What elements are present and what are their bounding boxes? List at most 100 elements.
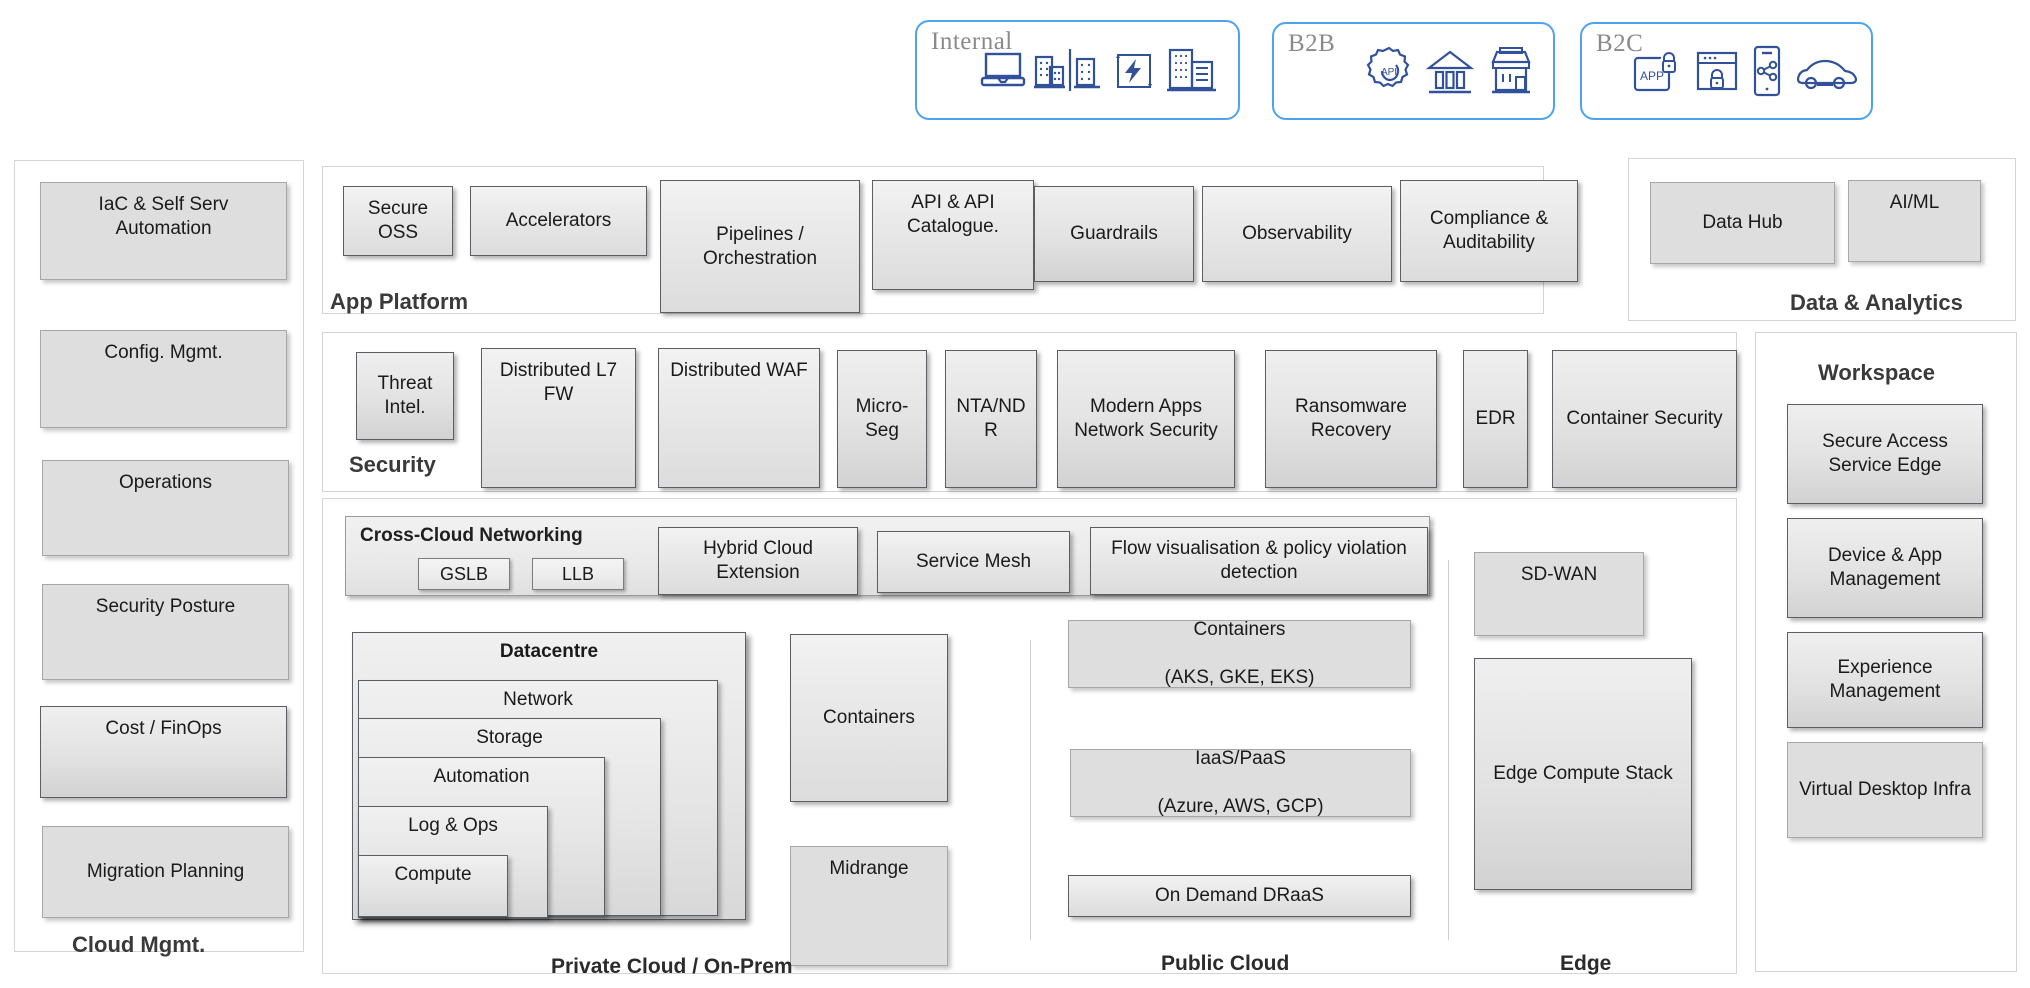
security-item-7-label: EDR: [1475, 408, 1516, 430]
edge-item-1[interactable]: Edge Compute Stack: [1474, 658, 1692, 890]
security-item-3-label: Micro-Seg: [855, 396, 909, 441]
app-platform-item-3[interactable]: API & API Catalogue.: [872, 180, 1034, 290]
workspace-item-1-label: Device & App Management: [1827, 545, 1943, 590]
channel-badge-label: B2C: [1596, 30, 1644, 57]
app-platform-item-2[interactable]: Pipelines / Orchestration: [660, 180, 860, 313]
data-analytics-title: Data & Analytics: [1790, 290, 1963, 315]
public-cloud-item-0[interactable]: Containers (AKS, GKE, EKS): [1068, 619, 1411, 688]
security-title: Security: [349, 452, 436, 477]
svg-text:APP: APP: [1640, 69, 1664, 83]
datacentre-layer-label: Log & Ops: [408, 815, 498, 836]
power-bolt-icon: [1110, 47, 1158, 93]
storefront-icon: [1483, 46, 1539, 96]
laptop-icon: [980, 48, 1026, 92]
cloud-mgmt-item-4-label: Cost / FinOps: [105, 718, 222, 739]
workspace-title: Workspace: [1818, 360, 1935, 385]
office-tower-icon: [1164, 46, 1224, 94]
app-platform-item-0[interactable]: Secure OSS: [343, 186, 453, 256]
cross-cloud-pill-1[interactable]: LLB: [532, 558, 624, 590]
public-cloud-item-2[interactable]: On Demand DRaaS: [1068, 875, 1411, 917]
cross-cloud-title: Cross-Cloud Networking: [360, 525, 583, 546]
cloud-mgmt-item-3[interactable]: Security Posture: [42, 584, 289, 680]
security-item-4-label: NTA/ND R: [956, 396, 1026, 441]
datacentre-layer-label: Storage: [476, 727, 543, 748]
workspace-item-3[interactable]: Virtual Desktop Infra: [1787, 742, 1983, 838]
workspace-item-3-label: Virtual Desktop Infra: [1799, 779, 1971, 801]
security-item-8[interactable]: Container Security: [1552, 350, 1737, 488]
app-platform-item-5[interactable]: Observability: [1202, 186, 1392, 282]
datacentre-layer-label: Automation: [433, 766, 530, 787]
public-cloud-item-line2: (Azure, AWS, GCP): [1157, 796, 1324, 817]
cloud-mgmt-panel: [14, 160, 304, 952]
app-platform-item-5-label: Observability: [1242, 223, 1352, 245]
security-item-0-label: Threat Intel.: [377, 373, 433, 418]
public-cloud-item-line1: On Demand DRaaS: [1155, 885, 1324, 907]
data-analytics-item-0-label: Data Hub: [1702, 212, 1783, 234]
app-lock-icon: APP: [1629, 44, 1687, 98]
zone-title-2: Edge: [1560, 952, 1612, 975]
data-analytics-item-0[interactable]: Data Hub: [1650, 182, 1835, 264]
app-platform-item-2-label: Pipelines / Orchestration: [702, 223, 818, 269]
app-platform-item-6-label: Compliance & Auditability: [1429, 208, 1549, 253]
app-platform-item-0-label: Secure OSS: [367, 198, 429, 243]
edge-item-0-label: SD-WAN: [1520, 564, 1598, 585]
workspace-item-1[interactable]: Device & App Management: [1787, 518, 1983, 618]
app-platform-item-1-label: Accelerators: [505, 210, 612, 232]
app-platform-item-4[interactable]: Guardrails: [1034, 186, 1194, 282]
security-item-5-label: Modern Apps Network Security: [1074, 396, 1218, 441]
security-item-4[interactable]: NTA/ND R: [945, 350, 1037, 488]
mobile-share-icon: [1747, 43, 1787, 99]
workspace-item-2[interactable]: Experience Management: [1787, 632, 1983, 728]
public-cloud-item-1[interactable]: IaaS/PaaS (Azure, AWS, GCP): [1070, 748, 1411, 817]
public-cloud-item-line1: Containers: [1193, 619, 1286, 641]
channel-badge-b2b: B2B API: [1272, 22, 1555, 120]
cross-cloud-pill-0[interactable]: GSLB: [418, 558, 510, 590]
security-item-1[interactable]: Distributed L7 FW: [481, 348, 636, 488]
cross-cloud-item-0[interactable]: Hybrid Cloud Extension: [658, 527, 858, 595]
app-platform-item-1[interactable]: Accelerators: [470, 186, 647, 256]
security-item-6[interactable]: Ransomware Recovery: [1265, 350, 1437, 488]
cloud-mgmt-item-0-label: IaC & Self Serv Automation: [98, 194, 229, 239]
private-cloud-item-1[interactable]: Midrange: [790, 846, 948, 966]
cloud-mgmt-item-5-label: Migration Planning: [86, 861, 245, 883]
private-cloud-item-0[interactable]: Containers: [790, 634, 948, 802]
edge-item-0[interactable]: SD-WAN: [1474, 552, 1644, 636]
cross-cloud-item-1-label: Service Mesh: [915, 551, 1032, 573]
browser-lock-icon: [1693, 45, 1741, 97]
app-platform-title: App Platform: [330, 289, 469, 314]
workspace-item-2-label: Experience Management: [1829, 657, 1941, 702]
cloud-mgmt-item-1[interactable]: Config. Mgmt.: [40, 330, 287, 428]
channel-icon-row: [917, 22, 1238, 118]
security-item-0[interactable]: Threat Intel.: [356, 352, 454, 440]
api-gear-icon: API: [1361, 43, 1417, 99]
car-icon: [1793, 49, 1857, 93]
channel-badge-b2c: B2C APP: [1580, 22, 1873, 120]
datacentre-layer-compute[interactable]: Compute: [358, 855, 508, 917]
svg-text:API: API: [1381, 67, 1397, 78]
security-item-5[interactable]: Modern Apps Network Security: [1057, 350, 1235, 488]
security-item-3[interactable]: Micro-Seg: [837, 350, 927, 488]
security-item-7[interactable]: EDR: [1463, 350, 1528, 488]
cloud-mgmt-item-2[interactable]: Operations: [42, 460, 289, 556]
cloud-mgmt-item-5[interactable]: Migration Planning: [42, 826, 289, 918]
channel-icon-row: APP: [1582, 24, 1871, 118]
cloud-mgmt-item-4[interactable]: Cost / FinOps: [40, 706, 287, 798]
workspace-item-0[interactable]: Secure Access Service Edge: [1787, 404, 1983, 504]
workspace-item-0-label: Secure Access Service Edge: [1822, 431, 1948, 476]
security-item-8-label: Container Security: [1566, 408, 1723, 430]
security-item-2[interactable]: Distributed WAF: [658, 348, 820, 488]
cross-cloud-item-2-label: Flow visualisation & policy violation de…: [1111, 538, 1407, 583]
cloud-mgmt-item-0[interactable]: IaC & Self Serv Automation: [40, 182, 287, 280]
datacentre-layer-label: Network: [503, 689, 573, 710]
buildings-divider-icon: [1032, 47, 1104, 93]
cross-cloud-item-2[interactable]: Flow visualisation & policy violation de…: [1090, 527, 1428, 595]
cross-cloud-item-0-label: Hybrid Cloud Extension: [703, 538, 813, 583]
zone-title-0: Private Cloud / On-Prem: [551, 955, 793, 978]
public-cloud-item-line1: IaaS/PaaS: [1195, 748, 1286, 770]
channel-badge-label: B2B: [1288, 30, 1336, 57]
app-platform-item-6[interactable]: Compliance & Auditability: [1400, 180, 1578, 282]
data-analytics-item-1[interactable]: AI/ML: [1848, 180, 1981, 262]
public-cloud-item-line2: (AKS, GKE, EKS): [1164, 667, 1315, 688]
cross-cloud-item-1[interactable]: Service Mesh: [877, 531, 1070, 593]
